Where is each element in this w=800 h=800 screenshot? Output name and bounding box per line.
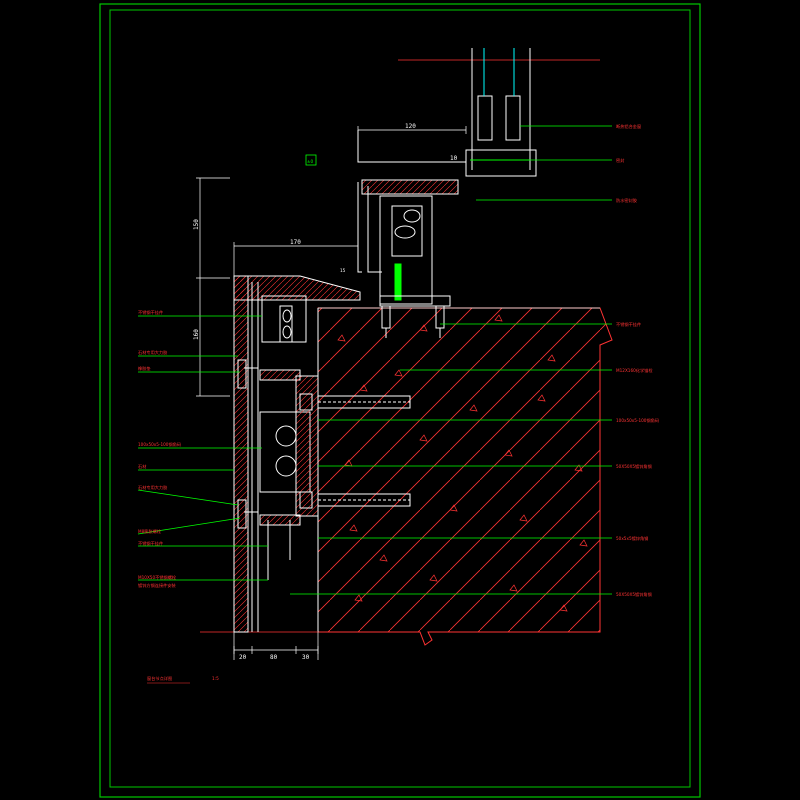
chemical-anchors bbox=[299, 393, 411, 509]
right-label-1: 断热铝合金窗 bbox=[616, 123, 641, 130]
outer-frame bbox=[99, 3, 701, 798]
top-anchor-bolts bbox=[381, 305, 445, 338]
right-label-2: 密封 bbox=[616, 157, 624, 164]
window-frame bbox=[465, 48, 537, 177]
right-leaders bbox=[290, 125, 612, 595]
right-label-9: 50X50X5镀锌角钢 bbox=[616, 591, 652, 598]
dim-bottom-1: 20 bbox=[239, 654, 247, 661]
reference-lines bbox=[200, 59, 600, 633]
sill-assembly bbox=[233, 130, 466, 307]
left-label-6: 石材专用大力胶 bbox=[138, 484, 167, 491]
level-mark: ±0 bbox=[305, 154, 317, 166]
left-label-7: M8膨胀螺栓 bbox=[138, 528, 162, 535]
caption-title: 窗台节点详图 bbox=[147, 675, 172, 682]
aggregate-marks bbox=[337, 314, 588, 612]
stone-pins bbox=[237, 359, 259, 529]
stone-cladding bbox=[233, 275, 319, 633]
concrete-wall bbox=[317, 307, 613, 646]
right-label-8: 50x5x5镀锌角钢 bbox=[616, 535, 648, 542]
level-mark-text: ±0 bbox=[307, 159, 314, 164]
drawing-caption: 窗台节点详图 1:5 bbox=[147, 675, 219, 684]
dim-top-width: 120 bbox=[405, 123, 416, 130]
left-label-2: 石材专用大力胶 bbox=[138, 349, 167, 356]
dim-vert-lower: 160 bbox=[193, 329, 200, 340]
left-leaders bbox=[137, 315, 268, 581]
right-label-5: M12X160化学锚栓 bbox=[616, 367, 653, 374]
left-label-8: 不锈钢干挂件 bbox=[138, 540, 163, 547]
left-label-10: 镀锌方钢连接件安装 bbox=[138, 582, 177, 589]
left-label-3: 橡胶垫 bbox=[138, 365, 151, 372]
right-label-3: 防水密封胶 bbox=[616, 197, 637, 204]
left-labels: 不锈钢干挂件 石材专用大力胶 橡胶垫 100x50x5-100钢角码 石材 石材… bbox=[138, 309, 181, 589]
dim-bottom-3: 30 bbox=[302, 654, 310, 661]
left-label-1: 不锈钢干挂件 bbox=[138, 309, 163, 316]
right-label-6: 100x50x5-100钢角码 bbox=[616, 417, 659, 424]
right-label-7: 50X50X5镀锌角钢 bbox=[616, 463, 652, 470]
dim-top-small: 10 bbox=[450, 155, 458, 162]
right-label-4: 不锈钢干挂件 bbox=[616, 321, 641, 328]
dim-mid-width: 170 bbox=[290, 239, 301, 246]
dim-bottom-2: 80 bbox=[270, 654, 278, 661]
dim-vert-upper: 150 bbox=[193, 219, 200, 230]
left-label-5: 石材 bbox=[138, 463, 146, 470]
inner-frame bbox=[109, 9, 691, 788]
left-label-4: 100x50x5-100钢角码 bbox=[138, 441, 181, 448]
caption-scale: 1:5 bbox=[212, 676, 219, 681]
left-label-9: M10X50不锈钢螺栓 bbox=[138, 574, 177, 581]
dimension-lines bbox=[196, 126, 467, 660]
small-marker: 15 bbox=[340, 268, 346, 273]
right-labels: 断热铝合金窗 密封 防水密封胶 不锈钢干挂件 M12X160化学锚栓 100x5… bbox=[616, 123, 659, 598]
